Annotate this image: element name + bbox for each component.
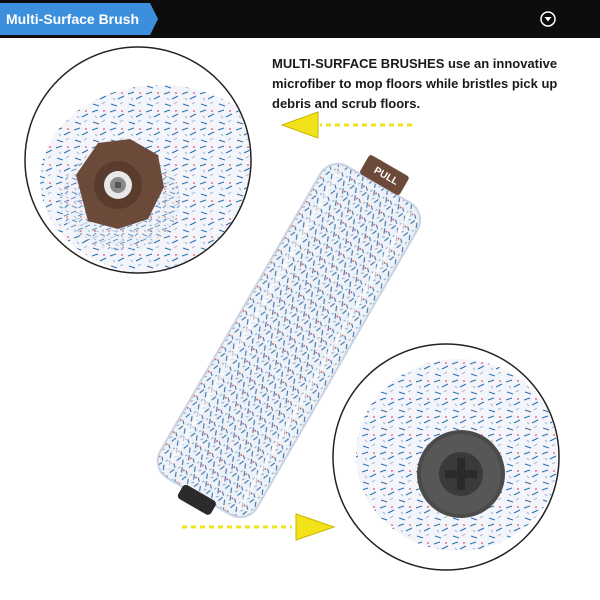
brown-end-cap [76,139,164,229]
top-bar: Multi-Surface Brush [0,0,600,38]
pull-tab [360,155,409,196]
dark-end-cap [417,430,505,518]
category-tag-label: Multi-Surface Brush [6,11,140,27]
arrow-to-pull-end [280,111,412,139]
category-tag: Multi-Surface Brush [0,3,158,35]
zoom-circle-pull-end [24,46,252,274]
roller-end-cap-dark [177,484,216,515]
chevron-down-circle-icon[interactable] [540,11,556,27]
product-description: MULTI-SURFACE BRUSHES use an innovative … [272,56,558,111]
brush-roller: PULL [156,155,422,519]
zoom-circle-dark-end [332,343,560,571]
arrow-to-dark-end [182,513,336,541]
